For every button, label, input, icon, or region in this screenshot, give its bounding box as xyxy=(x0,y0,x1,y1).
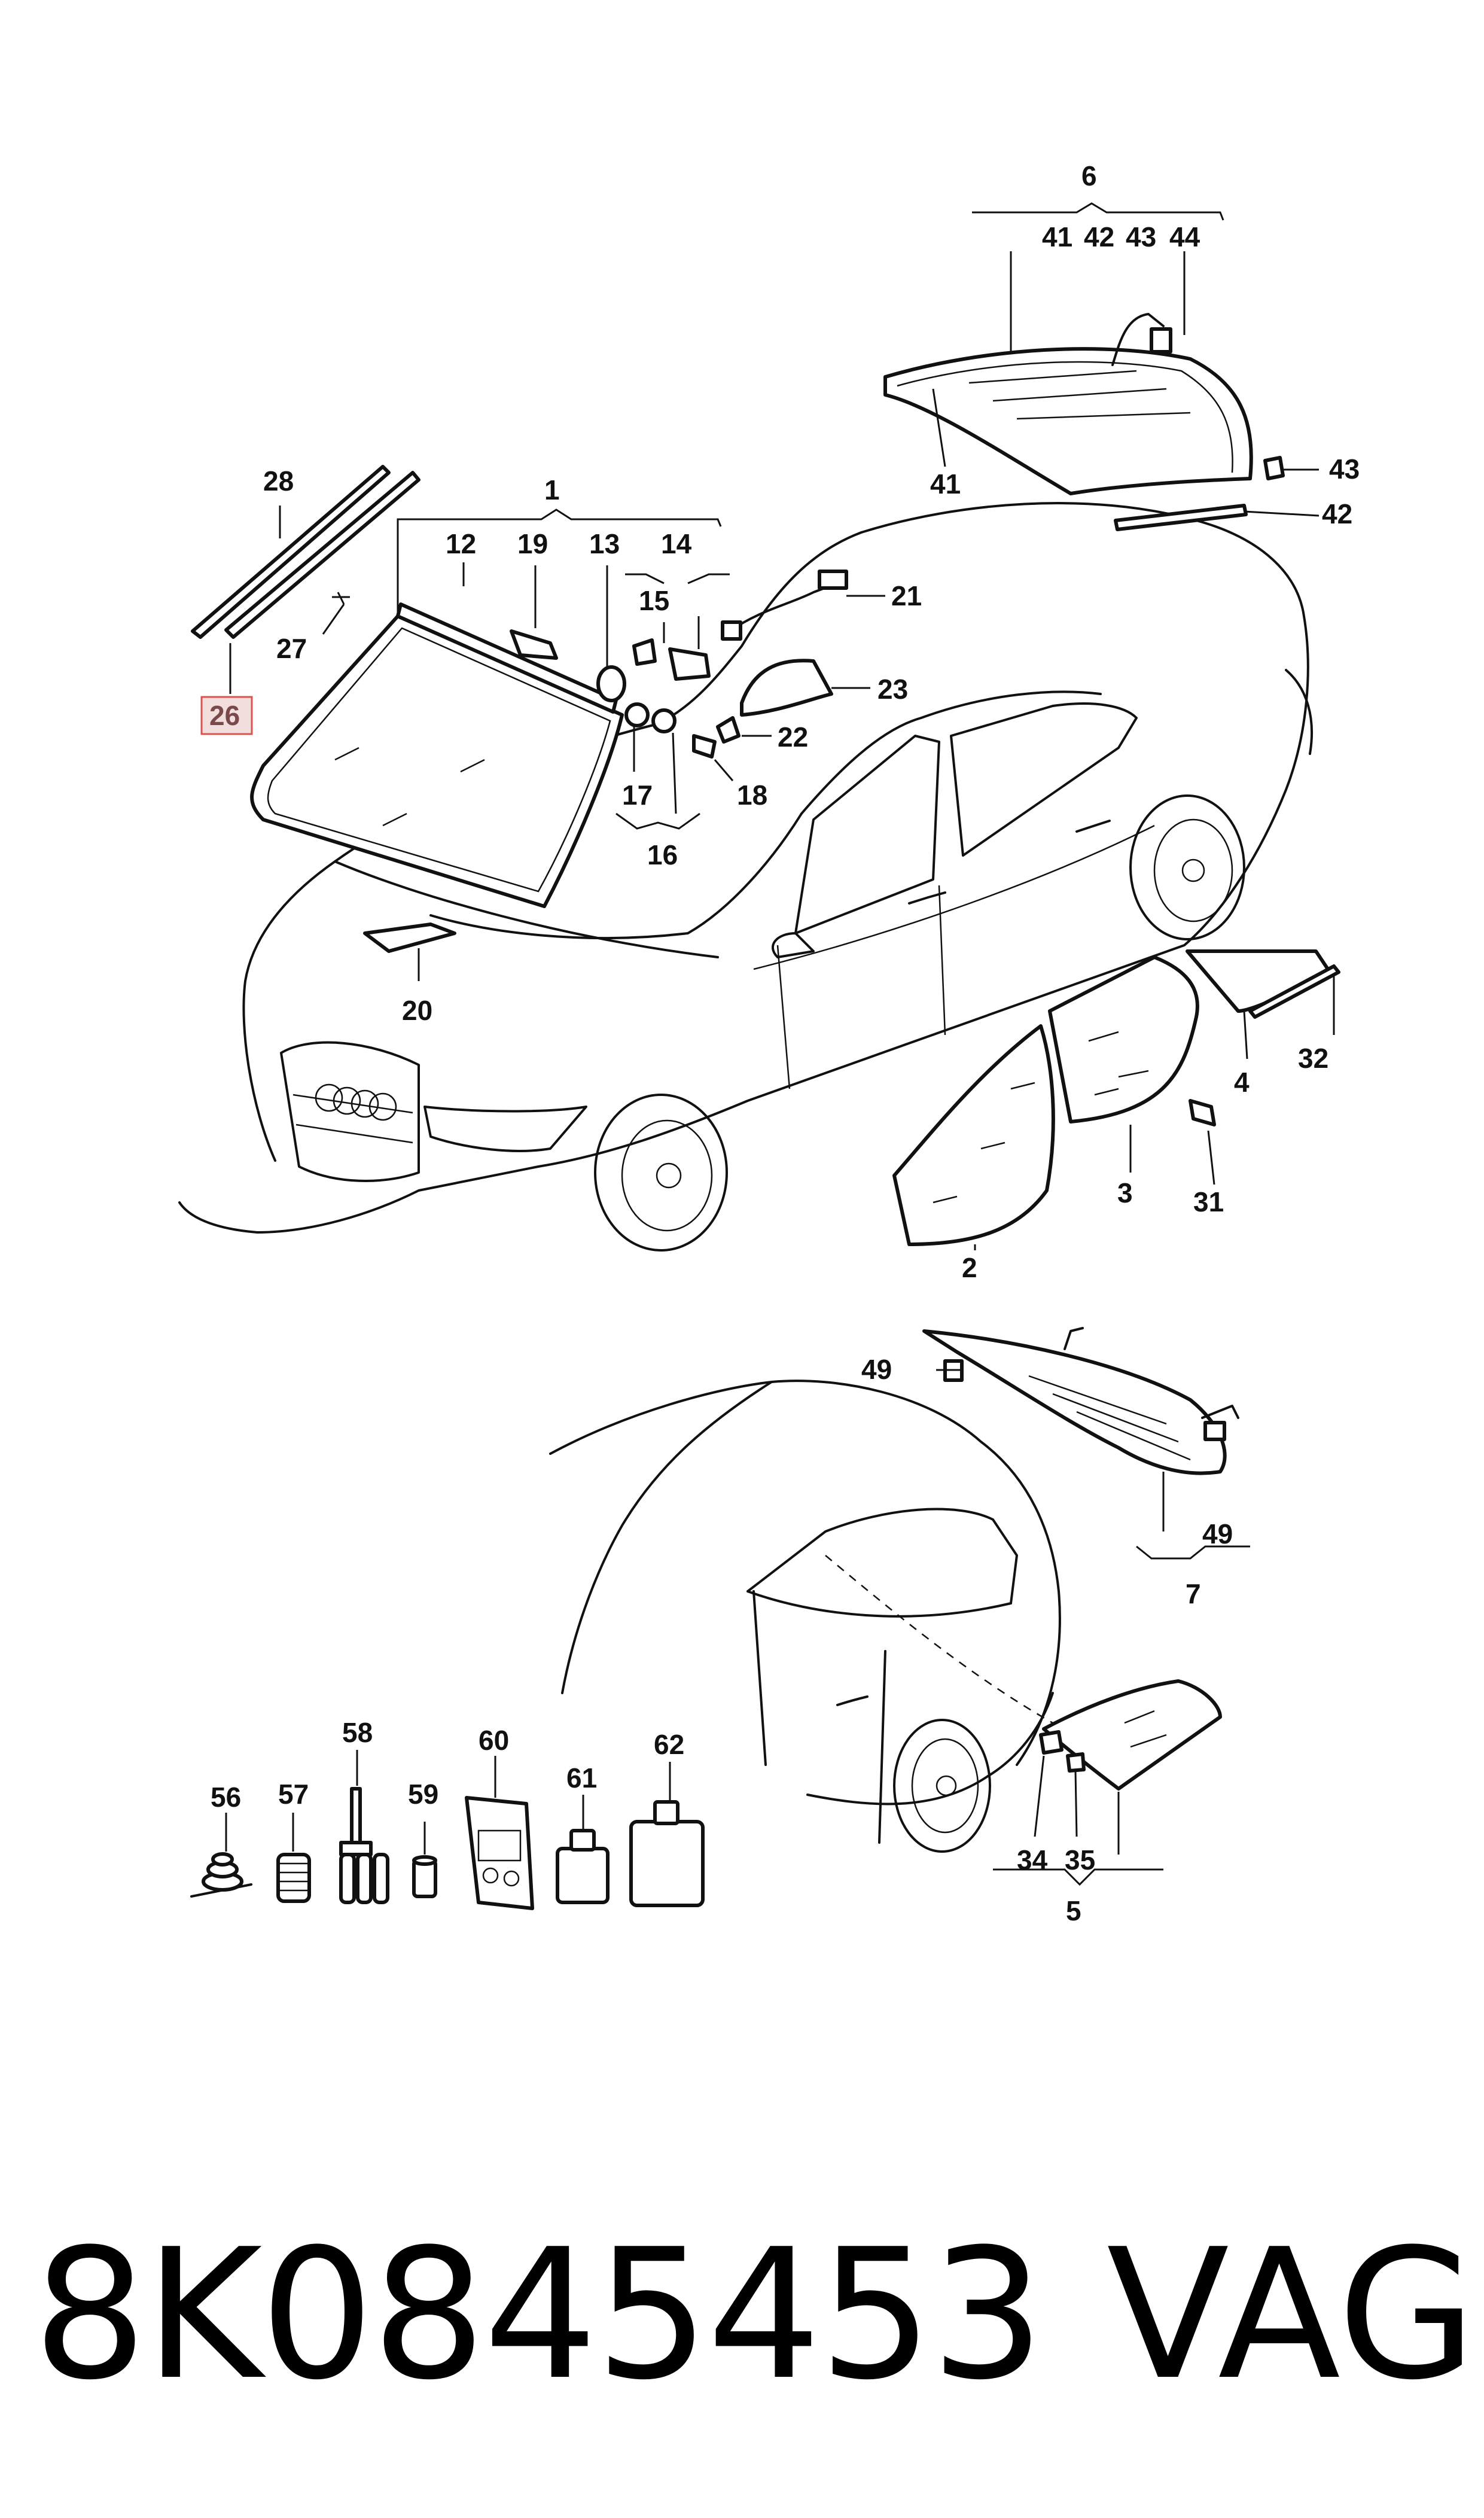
tailgate-cable-b xyxy=(1201,1405,1239,1419)
rain-sensor-cover xyxy=(510,629,558,660)
tailgate-cable xyxy=(1064,1327,1084,1350)
callout-6: 6 xyxy=(1081,160,1097,191)
callout-58: 58 xyxy=(342,1717,373,1748)
callout-44: 44 xyxy=(1169,221,1200,252)
callout-18: 18 xyxy=(737,780,767,811)
callout-35: 35 xyxy=(1065,1844,1095,1875)
callout-49-right: 49 xyxy=(1202,1518,1233,1549)
callout-43-top: 43 xyxy=(1126,221,1156,252)
callout-3: 3 xyxy=(1117,1177,1133,1208)
callout-43-bottom: 43 xyxy=(1329,453,1360,485)
callout-60: 60 xyxy=(479,1725,509,1756)
a-pillar-moulding xyxy=(224,471,420,639)
callout-41-bottom: 41 xyxy=(930,468,961,500)
callout-5: 5 xyxy=(1066,1895,1081,1926)
callout-31: 31 xyxy=(1193,1186,1224,1217)
seal-42 xyxy=(1114,504,1248,531)
cable-harness-21 xyxy=(729,582,839,632)
callout-62: 62 xyxy=(654,1729,684,1760)
windshield-seal-strip xyxy=(396,602,618,714)
leader-lines xyxy=(225,202,1335,1886)
rear-window-glass xyxy=(883,347,1253,495)
connector-49b-icon xyxy=(1203,1421,1226,1441)
quarter-seal-32 xyxy=(1248,964,1340,1019)
part-15-icon xyxy=(632,638,657,666)
clip-43-icon xyxy=(1263,456,1285,480)
callout-16: 16 xyxy=(647,839,678,870)
callout-49-left: 49 xyxy=(861,1354,892,1385)
rear-window-cable xyxy=(1111,313,1165,366)
callout-34: 34 xyxy=(1017,1844,1048,1875)
rear-door-glass-3 xyxy=(1048,955,1199,1123)
callout-12: 12 xyxy=(446,528,476,559)
callout-19: 19 xyxy=(517,528,548,559)
windshield xyxy=(250,614,624,908)
ring-16-icon xyxy=(651,708,677,733)
callout-61: 61 xyxy=(566,1762,597,1794)
cap-59-icon xyxy=(412,1855,437,1898)
tailgate-window-glass xyxy=(922,1329,1227,1475)
mirror-base-cover-23 xyxy=(740,659,833,717)
clip-18-icon xyxy=(692,734,717,759)
rear-quarter-glass-5 xyxy=(1042,1679,1222,1791)
coil-57-icon xyxy=(276,1853,311,1903)
primer-bottle-61-icon xyxy=(556,1829,610,1904)
callout-17: 17 xyxy=(622,780,653,811)
callout-22: 22 xyxy=(778,721,808,753)
callout-14: 14 xyxy=(661,528,692,559)
clip-35-icon xyxy=(1066,1752,1086,1773)
callout-59: 59 xyxy=(408,1779,438,1810)
adhesive-bottle-62-icon xyxy=(629,1800,705,1907)
callout-1: 1 xyxy=(544,474,560,506)
callout-21: 21 xyxy=(891,580,922,611)
callout-28: 28 xyxy=(263,465,294,497)
callout-56: 56 xyxy=(211,1782,241,1813)
clip-27-icon xyxy=(332,592,350,605)
callout-labels: 1 2 3 4 5 6 7 12 13 14 15 16 17 18 19 20… xyxy=(209,160,1360,1926)
clip-34-icon xyxy=(1039,1730,1064,1755)
bracket-20-icon xyxy=(363,922,456,953)
callout-32: 32 xyxy=(1298,1043,1328,1074)
clip-22-icon xyxy=(716,716,741,744)
connector-44-icon xyxy=(1150,327,1172,354)
ring-17-icon xyxy=(624,702,650,727)
callout-27: 27 xyxy=(276,633,307,664)
callout-41-top: 41 xyxy=(1042,221,1072,252)
callout-20: 20 xyxy=(402,995,432,1026)
tool-58-icon xyxy=(339,1787,389,1904)
front-door-glass-2 xyxy=(892,1024,1055,1246)
connector-21b-icon xyxy=(721,620,742,641)
bracket-13-icon xyxy=(596,665,626,702)
connector-21-icon xyxy=(818,570,848,590)
estate-car-outline xyxy=(549,1380,1061,1853)
a-pillar-trim xyxy=(191,465,391,639)
part-number: 8K0845453 xyxy=(33,2211,1045,2419)
highlight-box-26 xyxy=(200,696,253,735)
wipe-pack-60-icon xyxy=(465,1796,534,1910)
pin-31-icon xyxy=(1189,1099,1216,1126)
callout-4: 4 xyxy=(1234,1067,1250,1098)
sensor-14-icon xyxy=(668,647,711,681)
callout-42-bottom: 42 xyxy=(1322,498,1352,529)
callout-26: 26 xyxy=(209,700,240,731)
brand-label: VAG xyxy=(1107,2211,1477,2419)
callout-15: 15 xyxy=(639,585,669,616)
sedan-car-outline xyxy=(178,502,1313,1252)
callout-42-top: 42 xyxy=(1084,221,1114,252)
callout-23: 23 xyxy=(877,674,908,705)
callout-2: 2 xyxy=(962,1252,977,1283)
callout-13: 13 xyxy=(589,528,620,559)
callout-57: 57 xyxy=(278,1779,309,1810)
callout-7: 7 xyxy=(1186,1578,1201,1609)
spring-56-icon xyxy=(190,1852,252,1898)
